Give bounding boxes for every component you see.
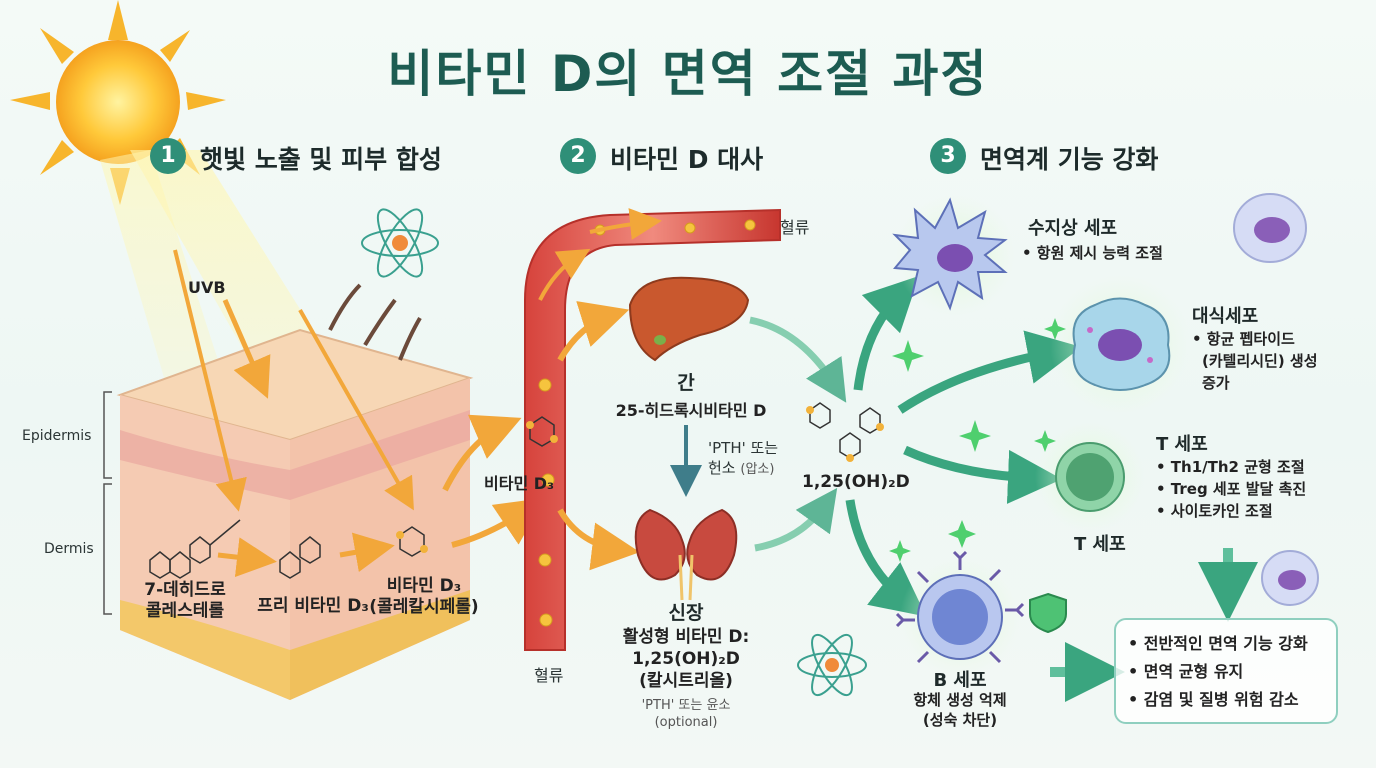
summary-box: • 전반적인 면역 기능 강화 • 면역 균형 유지 • 감염 및 질병 위험 … xyxy=(1114,618,1338,724)
pth-line1: 'PTH' 또는 xyxy=(708,439,779,457)
molecule-icon xyxy=(149,519,241,579)
skin-vitamin-d3-line1: 비타민 D₃ xyxy=(386,576,462,596)
blood-flow-bottom-label: 혈류 xyxy=(534,666,564,685)
blood-flow-top-label: 혈류 xyxy=(780,218,810,237)
kidney-note: 'PTH' 또는 윤소 (optional) xyxy=(606,697,766,731)
pth-line2-main: 헌소 xyxy=(708,459,736,477)
vessel-vitamin-d3-label: 비타민 D₃ xyxy=(484,474,555,493)
precursor-line2: 콜레스테롤 xyxy=(145,601,225,621)
macrophage-icon xyxy=(1072,297,1171,391)
floating-cell-icon xyxy=(1233,193,1319,606)
previtamin-label: 프리 비타민 D₃ xyxy=(257,596,369,616)
dendritic-cell-icon xyxy=(892,197,1008,311)
dermis-label: Dermis xyxy=(44,541,94,557)
atom-icon xyxy=(361,208,867,697)
precursor-line1: 7-데히드로 xyxy=(144,580,226,600)
summary-item-2: • 면역 균형 유지 xyxy=(1128,662,1244,681)
kidney-label: 신장 xyxy=(668,602,704,624)
macrophage-bullet-3: 증가 xyxy=(1202,374,1230,392)
blood-vessel xyxy=(524,208,781,651)
t-cell-bullets: • Th1/Th2 균형 조절 • Treg 세포 발달 촉진 • 사이토카인 … xyxy=(1156,456,1306,522)
macrophage-bullet-1: • 항균 펩타이드 xyxy=(1192,330,1295,348)
b-cell-description: 항체 생성 억제 (성숙 차단) xyxy=(890,690,1030,730)
t-cell-bullet-1: • Th1/Th2 균형 조절 xyxy=(1156,458,1305,476)
liver-label: 간 xyxy=(677,372,695,394)
kidney-note-line1: 'PTH' 또는 윤소 xyxy=(641,698,731,713)
t-cell-bullet-3: • 사이토카인 조절 xyxy=(1156,502,1273,520)
kidney-product-line3: (칼시트리올) xyxy=(639,671,733,691)
summary-item-1: • 전반적인 면역 기능 강화 xyxy=(1128,634,1308,653)
kidney-product-label: 활성형 비타민 D: 1,25(OH)₂D (칼시트리올) xyxy=(606,626,766,692)
step-2-label: 비타민 D 대사 xyxy=(610,145,764,174)
t-cell-name: T 세포 xyxy=(1156,434,1208,455)
pth-line2: 헌소 (압소) xyxy=(708,458,778,480)
liver-icon xyxy=(628,276,750,362)
t-cell-bullet-2: • Treg 세포 발달 촉진 xyxy=(1156,480,1307,498)
macrophage-bullet-2: (카텔리시딘) 생성 xyxy=(1202,352,1318,370)
step-1-number: 1 xyxy=(150,138,186,174)
t-cell-label-below: T 세포 xyxy=(1074,534,1126,555)
skin-vitamin-d3-line2: (콜레칼시페롤) xyxy=(369,597,479,617)
dendritic-cell-name: 수지상 세포 xyxy=(1028,218,1118,239)
shield-icon xyxy=(1029,592,1067,634)
epidermis-label: Epidermis xyxy=(22,428,92,444)
pth-note: 'PTH' 또는 헌소 (압소) xyxy=(708,438,778,480)
active-form-label: 1,25(OH)₂D xyxy=(802,472,910,492)
t-cell-icon xyxy=(1055,442,1125,512)
step-3-label: 면역계 기능 강화 xyxy=(980,145,1159,174)
step-2-number: 2 xyxy=(560,138,596,174)
step-1-label: 햇빛 노출 및 피부 합성 xyxy=(200,145,442,174)
page-title: 비타민 D의 면역 조절 과정 xyxy=(387,45,989,103)
b-cell-name: B 세포 xyxy=(933,670,987,691)
macrophage-name: 대식세포 xyxy=(1192,306,1259,327)
kidney-product-line2: 1,25(OH)₂D xyxy=(632,649,740,669)
summary-item-3: • 감염 및 질병 위험 감소 xyxy=(1128,690,1299,709)
liver-product-label: 25-히드록시비타민 D xyxy=(615,401,767,420)
skin-block xyxy=(116,283,474,700)
b-cell-line1: 항체 생성 억제 xyxy=(913,691,1007,709)
b-cell-icon xyxy=(895,550,1025,664)
kidney-product-line1: 활성형 비타민 D: xyxy=(622,627,750,647)
uvb-label: UVB xyxy=(188,278,226,297)
kidney-icon xyxy=(634,508,738,601)
precursor-label: 7-데히드로 콜레스테롤 xyxy=(130,580,240,622)
macrophage-bullets: • 항균 펩타이드 (카텔리시딘) 생성 증가 xyxy=(1192,328,1318,394)
sparkle-icon xyxy=(889,318,1066,562)
kidney-note-line2: (optional) xyxy=(654,715,718,730)
b-cell-line2: (성숙 차단) xyxy=(922,711,998,729)
pth-line2-sub: (압소) xyxy=(740,462,775,477)
step-3-number: 3 xyxy=(930,138,966,174)
dendritic-bullet: • 항원 제시 능력 조절 xyxy=(1022,244,1163,262)
skin-vitamin-d3-label: 비타민 D₃ (콜레칼시페롤) xyxy=(362,576,486,618)
